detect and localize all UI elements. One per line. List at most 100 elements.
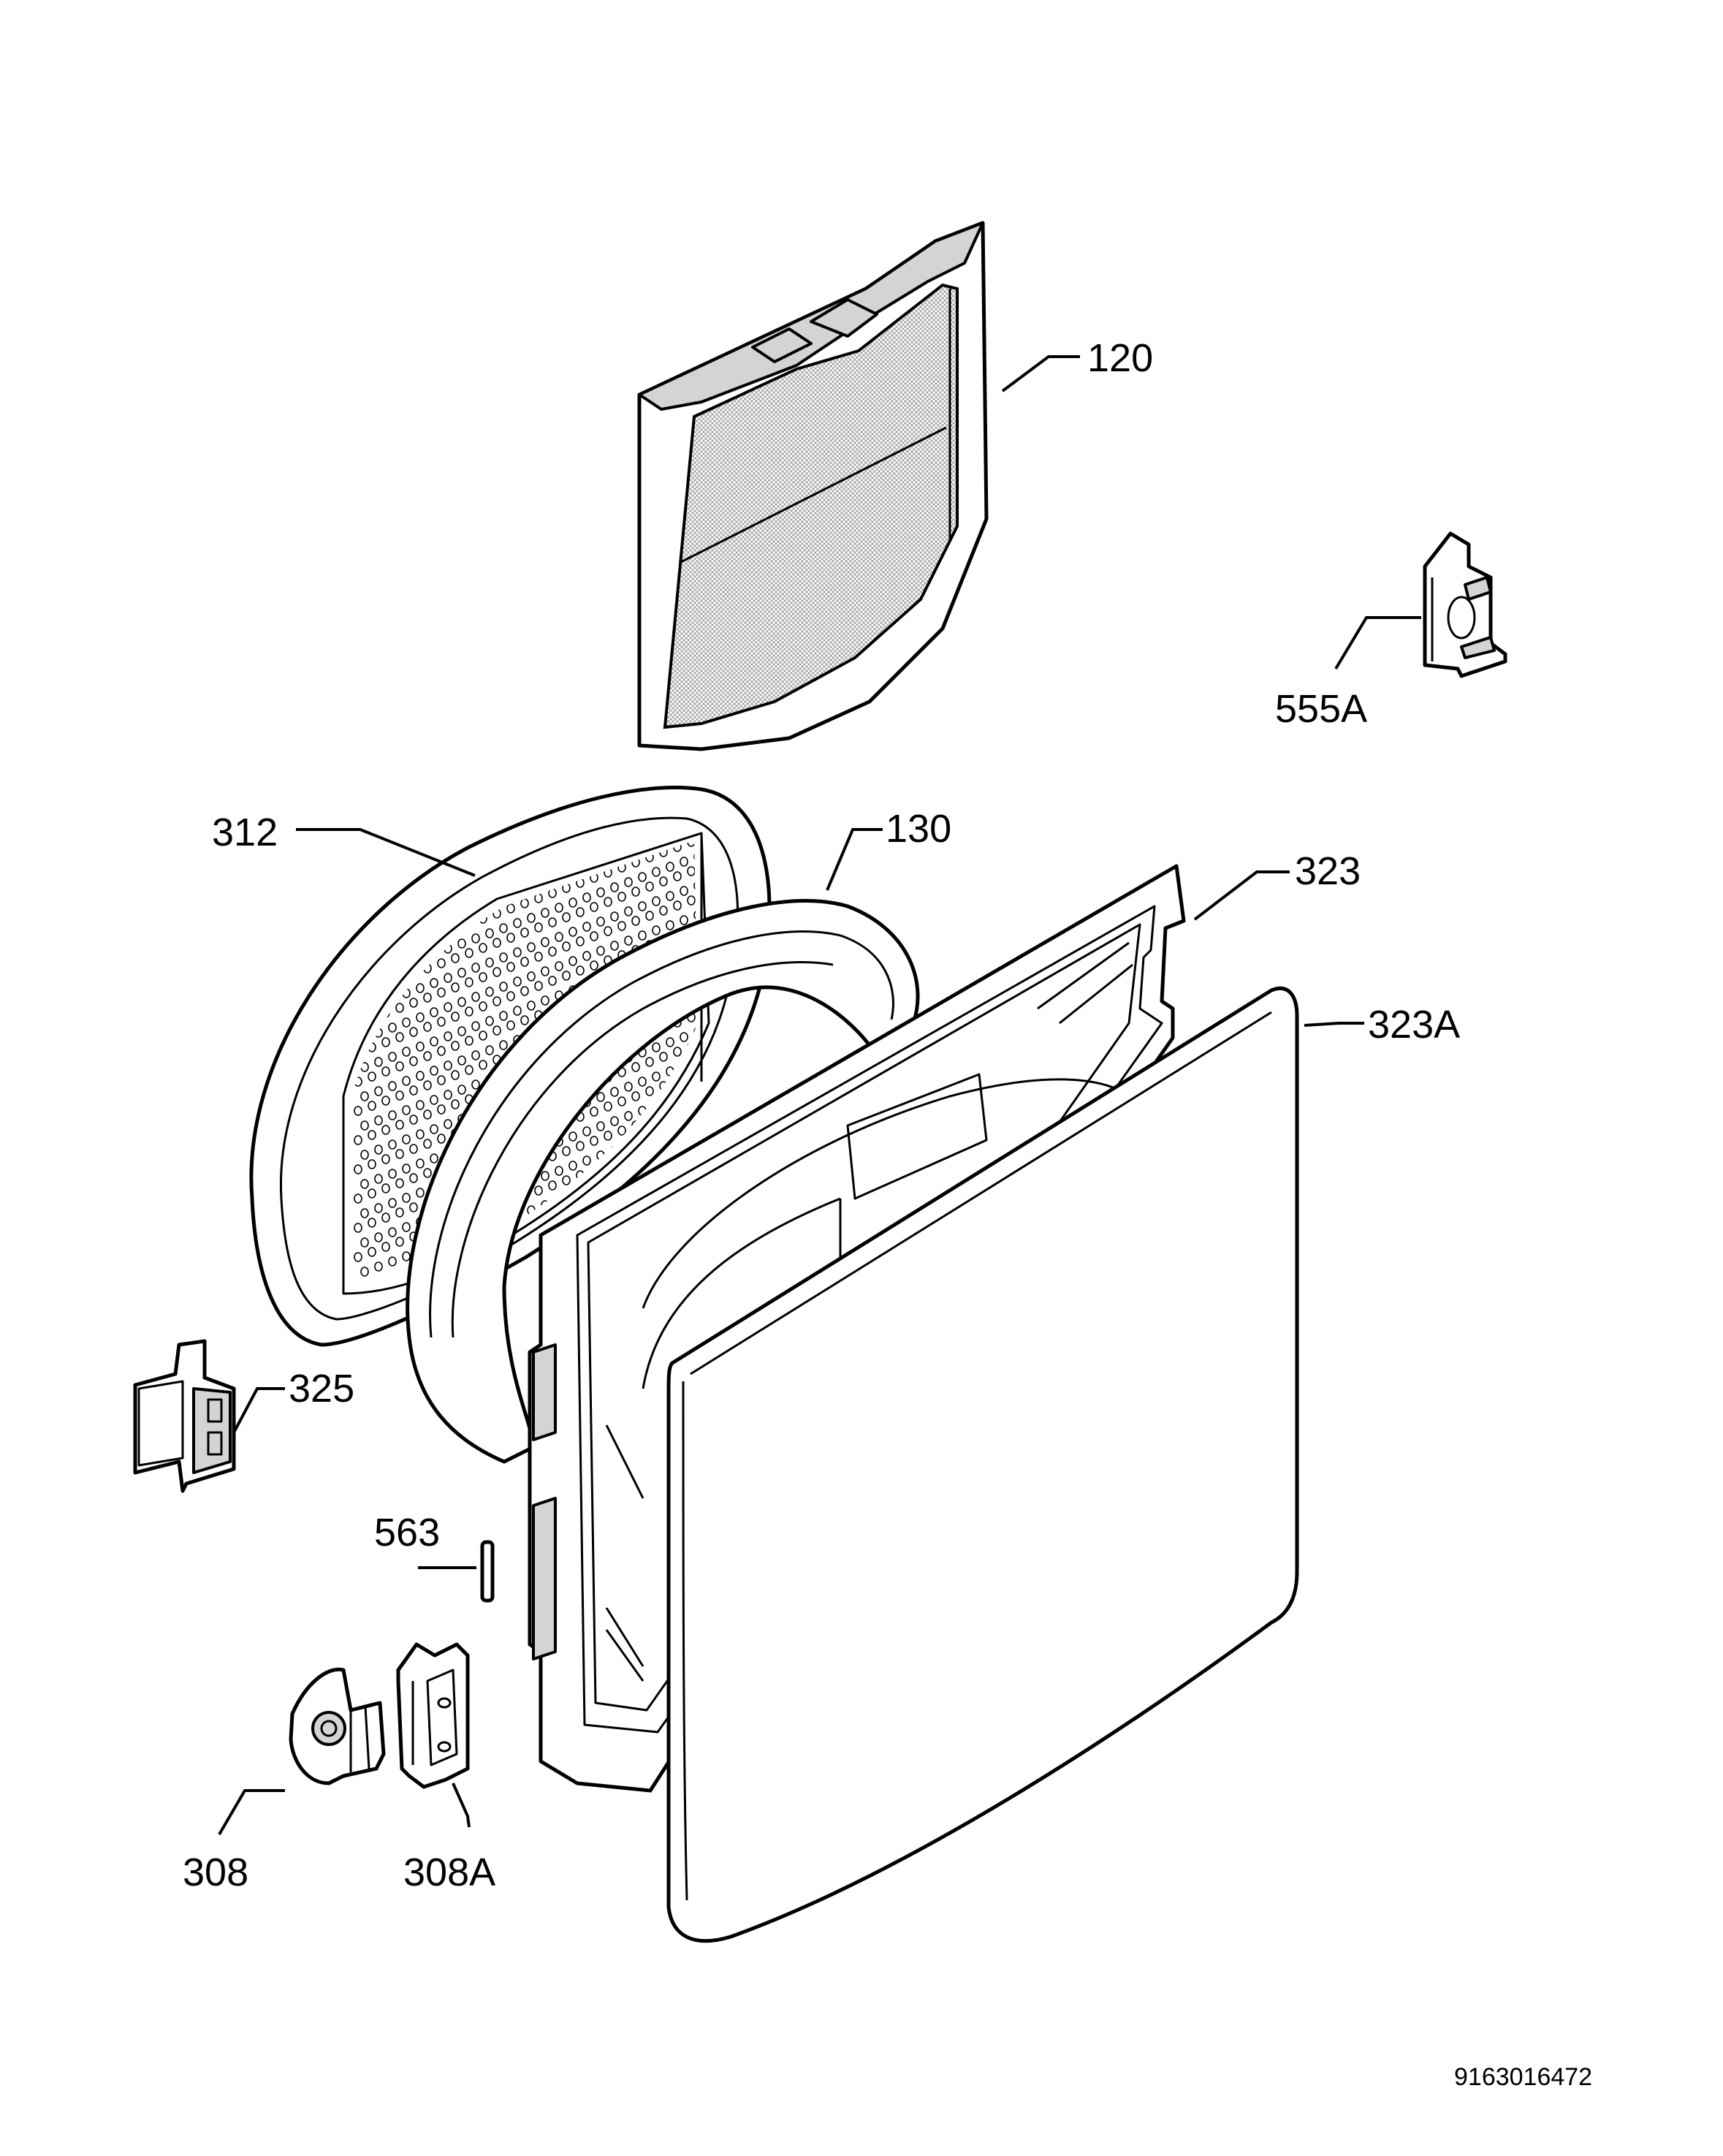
perforation-hole — [457, 938, 466, 949]
perforation-hole — [701, 1125, 709, 1134]
perforation-hole — [465, 1065, 473, 1075]
perforation-hole — [374, 1174, 383, 1184]
perforation-hole — [485, 1016, 494, 1026]
leader-lines — [218, 355, 1421, 1836]
perforation-hole — [438, 813, 445, 821]
perforation-hole — [680, 886, 688, 896]
perforation-hole — [451, 840, 460, 846]
perforation-hole — [520, 1015, 529, 1025]
perforation-hole — [604, 926, 612, 936]
perforation-hole — [513, 976, 522, 987]
perforation-hole — [410, 823, 417, 832]
perforation-hole — [563, 796, 570, 805]
perforation-hole — [604, 781, 612, 789]
perforation-hole — [493, 821, 501, 830]
label-130: 130 — [886, 807, 951, 851]
perforation-hole — [527, 1001, 536, 1011]
perforation-hole — [430, 840, 438, 842]
perforation-hole — [374, 881, 383, 892]
perforation-hole — [645, 1057, 654, 1067]
perforation-hole — [513, 1006, 522, 1016]
perforation-hole — [499, 923, 508, 933]
perforation-hole — [388, 1227, 397, 1237]
perforation-hole — [680, 770, 688, 778]
perforation-hole — [618, 746, 625, 755]
perforation-hole — [590, 786, 598, 794]
perforation-hole — [659, 1052, 668, 1062]
perforation-hole — [624, 906, 633, 916]
perforation-hole — [444, 973, 452, 983]
perforation-hole — [624, 877, 633, 887]
perforation-hole — [409, 1027, 418, 1037]
perforation-hole — [368, 1247, 376, 1257]
perforation-hole — [583, 776, 590, 785]
perforation-hole — [638, 930, 647, 941]
label-325: 325 — [289, 1367, 354, 1411]
perforation-hole — [577, 791, 584, 800]
perforation-hole — [402, 1193, 411, 1203]
perforation-hole — [680, 1032, 688, 1042]
perforation-hole — [617, 1096, 626, 1107]
perforation-hole — [631, 1091, 640, 1101]
perforation-hole — [652, 1071, 661, 1082]
perforation-hole — [451, 953, 460, 963]
perforation-hole — [534, 952, 543, 962]
perforation-hole — [541, 995, 549, 1006]
perforation-hole — [396, 828, 403, 837]
perforation-hole — [520, 957, 529, 967]
perforation-hole — [687, 866, 696, 876]
perforation-hole — [694, 764, 701, 773]
perforation-hole — [492, 996, 501, 1006]
perforation-hole — [388, 1110, 397, 1120]
perforation-hole — [388, 1256, 397, 1267]
perforation-hole — [568, 897, 577, 908]
perforation-hole — [388, 876, 397, 887]
perforation-hole — [402, 1076, 411, 1086]
perforation-hole — [479, 972, 487, 982]
perforation-hole — [555, 932, 563, 942]
perforation-hole — [368, 1101, 376, 1111]
perforation-hole — [437, 1046, 446, 1056]
perforation-hole — [368, 840, 376, 848]
perforation-hole — [402, 1222, 411, 1232]
leader-325 — [232, 1387, 285, 1433]
part-308-hinge — [289, 1667, 386, 1785]
perforation-hole — [638, 901, 647, 911]
perforation-hole — [534, 1185, 543, 1196]
perforation-hole — [590, 756, 598, 765]
perforation-hole — [452, 808, 459, 816]
perforation-hole — [444, 1119, 452, 1129]
perforation-hole — [597, 771, 604, 780]
perforation-hole — [548, 1180, 557, 1191]
perforation-hole — [527, 942, 536, 952]
perforation-hole — [465, 948, 473, 958]
perforation-hole — [430, 1153, 438, 1164]
perforation-hole — [409, 1085, 418, 1096]
perforation-hole — [577, 762, 584, 770]
perforation-hole — [590, 1136, 598, 1146]
perforation-hole — [625, 761, 632, 770]
perforation-hole — [687, 895, 696, 906]
perforation-hole — [485, 928, 494, 938]
perforation-hole — [617, 1126, 626, 1136]
perforation-hole — [402, 1017, 411, 1028]
perforation-hole — [374, 1115, 383, 1126]
perforation-hole — [368, 1071, 376, 1082]
perforation-hole — [388, 1081, 397, 1091]
perforation-hole — [506, 962, 515, 972]
perforation-hole — [610, 882, 619, 892]
perforation-hole — [534, 922, 543, 933]
perforation-hole — [527, 913, 536, 923]
perforation-hole — [485, 1045, 494, 1055]
perforation-hole — [680, 915, 688, 925]
perforation-hole — [423, 1139, 432, 1149]
perforation-hole — [354, 1252, 362, 1262]
perforation-hole — [457, 968, 466, 978]
perforation-hole — [582, 892, 591, 903]
perforation-hole — [479, 943, 487, 953]
perforation-hole — [562, 912, 571, 922]
perforation-hole — [548, 976, 557, 986]
perforation-hole — [562, 971, 571, 981]
perforation-hole — [423, 1109, 432, 1120]
label-308: 308 — [183, 1851, 248, 1894]
